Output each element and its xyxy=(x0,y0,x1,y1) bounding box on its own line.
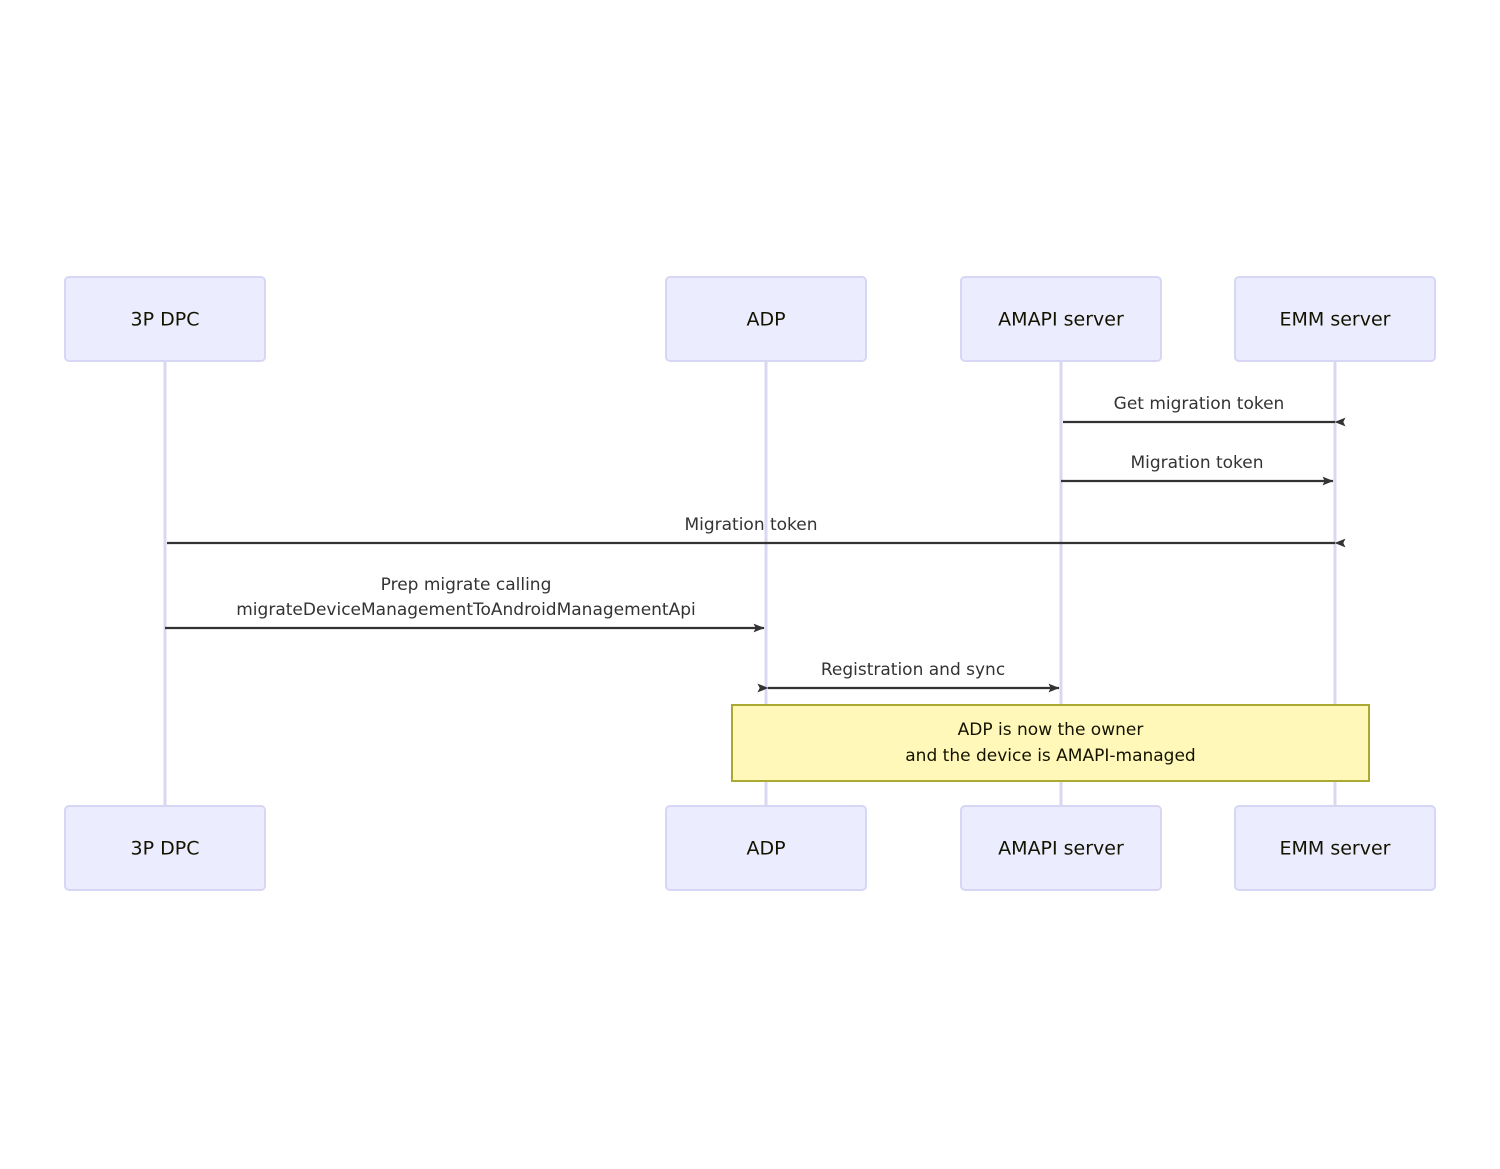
participant-label-emm: EMM server xyxy=(1280,309,1391,331)
participant-top-amapi[interactable]: AMAPI server xyxy=(960,276,1162,362)
participant-label-amapi: AMAPI server xyxy=(998,309,1124,331)
message-m1[interactable]: Get migration token xyxy=(1063,394,1346,427)
note-label-line: and the device is AMAPI-managed xyxy=(905,746,1195,766)
participant-bottom-emm[interactable]: EMM server xyxy=(1234,805,1436,891)
participant-box-rect-emm[interactable] xyxy=(1234,276,1436,362)
message-m3[interactable]: Migration token xyxy=(167,515,1346,548)
message-label-m2: Migration token xyxy=(1130,453,1263,473)
participant-label-dpc: 3P DPC xyxy=(131,309,200,331)
notes-layer: ADP is now the owner and the device is AM… xyxy=(731,704,1370,782)
participant-box-rect-adp[interactable] xyxy=(665,805,867,891)
message-label-line: Migration token xyxy=(684,515,817,535)
participant-label-amapi: AMAPI server xyxy=(998,838,1124,860)
message-label-line: migrateDeviceManagementToAndroidManageme… xyxy=(236,600,695,620)
participant-top-adp[interactable]: ADP xyxy=(665,276,867,362)
participant-box-rect-dpc[interactable] xyxy=(64,276,266,362)
message-m2[interactable]: Migration token xyxy=(1061,453,1334,486)
message-label-m1: Get migration token xyxy=(1114,394,1285,414)
message-label-line: Registration and sync xyxy=(821,660,1005,680)
message-label-line: Get migration token xyxy=(1114,394,1285,414)
participant-bottom-adp[interactable]: ADP xyxy=(665,805,867,891)
note-label-line: ADP is now the owner xyxy=(958,720,1144,740)
participant-box-rect-amapi[interactable] xyxy=(960,805,1162,891)
participant-box-rect-emm[interactable] xyxy=(1234,805,1436,891)
message-label-m5: Registration and sync xyxy=(821,660,1005,680)
participant-top-emm[interactable]: EMM server xyxy=(1234,276,1436,362)
participant-label-dpc: 3P DPC xyxy=(131,838,200,860)
participant-bottom-amapi[interactable]: AMAPI server xyxy=(960,805,1162,891)
note-n1: ADP is now the owner and the device is AM… xyxy=(731,704,1370,782)
message-label-line: Migration token xyxy=(1130,453,1263,473)
participant-box-rect-amapi[interactable] xyxy=(960,276,1162,362)
participant-box-rect-dpc[interactable] xyxy=(64,805,266,891)
message-m4[interactable]: Prep migrate calling migrateDeviceManagem… xyxy=(165,575,765,633)
note-rect-n1 xyxy=(731,704,1370,782)
participant-label-emm: EMM server xyxy=(1280,838,1391,860)
participant-label-adp: ADP xyxy=(746,309,785,331)
message-label-line: Prep migrate calling xyxy=(381,575,552,595)
participant-top-dpc[interactable]: 3P DPC xyxy=(64,276,266,362)
message-m5[interactable]: Registration and sync xyxy=(757,660,1060,693)
message-label-m4: Prep migrate calling migrateDeviceManagem… xyxy=(236,575,695,620)
participant-label-adp: ADP xyxy=(746,838,785,860)
message-label-m3: Migration token xyxy=(684,515,817,535)
participant-bottom-dpc[interactable]: 3P DPC xyxy=(64,805,266,891)
participant-box-rect-adp[interactable] xyxy=(665,276,867,362)
note-label-n1: ADP is now the owner and the device is AM… xyxy=(905,720,1195,766)
